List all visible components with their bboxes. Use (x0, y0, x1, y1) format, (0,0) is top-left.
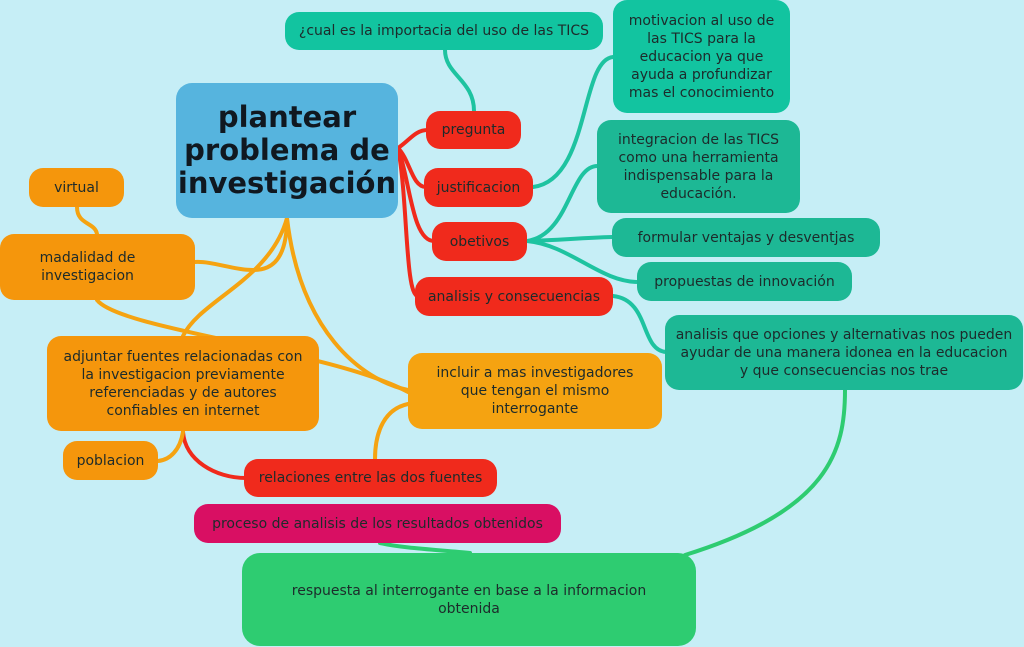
poblacion-node[interactable]: poblacion (63, 441, 158, 480)
link-pregunta-question (443, 48, 476, 113)
analisis-child-node[interactable]: analisis que opciones y alternativas nos… (665, 315, 1023, 390)
link-root-pregunta (396, 128, 430, 150)
proceso-node[interactable]: proceso de analisis de los resultados ob… (194, 504, 561, 543)
pregunta-node[interactable]: pregunta (426, 111, 521, 149)
link-root-madalidad (193, 216, 289, 272)
motivacion-node[interactable]: motivacion al uso de las TICS para la ed… (613, 0, 790, 113)
virtual-node[interactable]: virtual (29, 168, 124, 207)
link-justificacion-motivacion (531, 55, 615, 189)
question-node[interactable]: ¿cual es la importacia del uso de las TI… (285, 12, 603, 50)
link-analisis-respuesta (683, 388, 847, 557)
formular-node[interactable]: formular ventajas y desventjas (612, 218, 880, 257)
relaciones-node[interactable]: relaciones entre las dos fuentes (244, 459, 497, 497)
analisis-consecuencias-node[interactable]: analisis y consecuencias (415, 277, 613, 316)
link-obetivos-integracion (525, 163, 600, 243)
integracion-node[interactable]: integracion de las TICS como una herrami… (597, 120, 800, 213)
link-adjuntar-relaciones (181, 430, 248, 480)
root-node[interactable]: plantear problema de investigación (176, 83, 398, 218)
link-analisis-child (611, 294, 668, 354)
respuesta-node[interactable]: respuesta al interrogante en base a la i… (242, 553, 696, 646)
link-obetivos-propuestas (525, 239, 640, 284)
link-virtual-madalidad (75, 205, 99, 236)
link-adjuntar-poblacion (156, 430, 185, 463)
incluir-node[interactable]: incluir a mas investigadores que tengan … (408, 353, 662, 429)
link-root-adjuntar (181, 216, 289, 338)
adjuntar-node[interactable]: adjuntar fuentes relacionadas con la inv… (47, 336, 319, 431)
link-proceso-respuesta (378, 541, 472, 555)
madalidad-node[interactable]: madalidad de investigacion (0, 234, 195, 300)
obetivos-node[interactable]: obetivos (432, 222, 527, 261)
justificacion-node[interactable]: justificacion (424, 168, 533, 207)
link-root-analisis (396, 146, 420, 298)
link-incluir-relaciones (373, 402, 410, 461)
propuestas-node[interactable]: propuestas de innovación (637, 262, 852, 301)
